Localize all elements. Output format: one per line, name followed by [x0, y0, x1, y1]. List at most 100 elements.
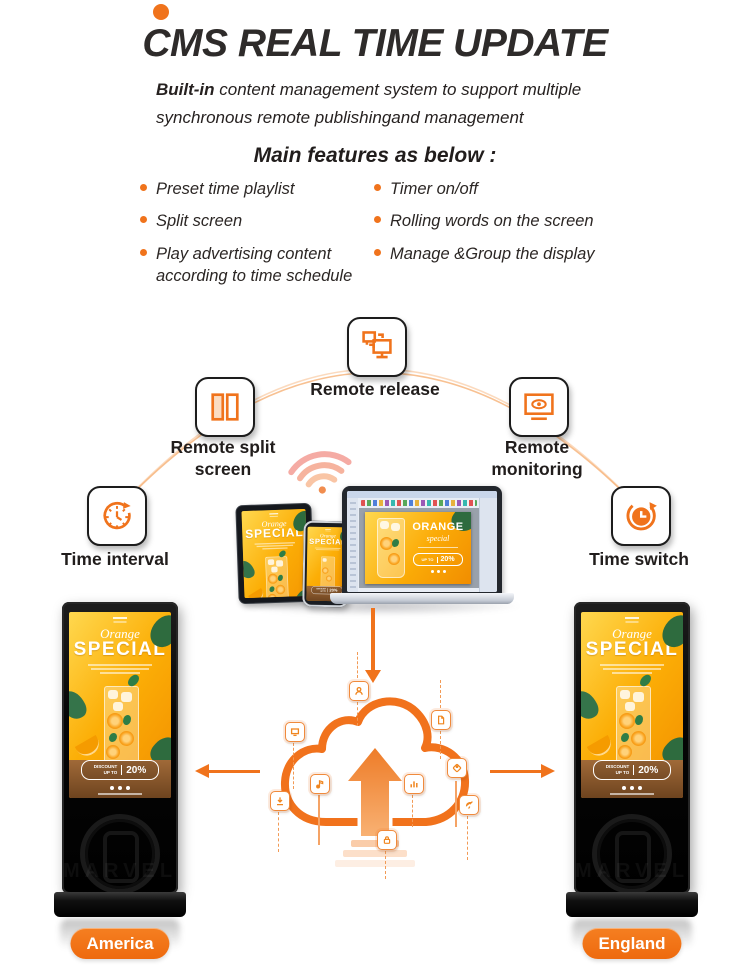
connector-line [440, 731, 441, 759]
laptop-base [330, 593, 514, 604]
location-badge-england: England [582, 928, 682, 959]
left-arrow [208, 770, 260, 773]
feature-item: Play advertising content according to ti… [140, 243, 368, 288]
laptop-device: ORANGE special UP TO 20% [342, 486, 502, 596]
kiosk-body: Orange SPECIAL [62, 602, 178, 894]
poster-kiosk: Orange SPECIAL [581, 612, 683, 798]
bullet-icon [140, 216, 147, 224]
down-arrow [371, 608, 375, 670]
color-palette-toolbar [361, 500, 477, 506]
tablet-screen: Orange SPECIAL [241, 508, 309, 599]
remote-release-node [347, 317, 407, 377]
feature-item: Preset time playlist [140, 178, 368, 200]
time-interval-node [87, 486, 147, 546]
poster-main-title: SPECIAL [585, 639, 679, 660]
social-dots [110, 786, 130, 790]
clock-history-icon [626, 502, 657, 531]
wifi-signal-icon [288, 451, 352, 494]
features-heading: Main features as below : [253, 144, 497, 167]
connector-line [455, 781, 457, 827]
connector-line [385, 851, 386, 879]
poster-main-title: SPECIAL [73, 639, 167, 660]
poster-logo [269, 513, 279, 515]
feature-text: Split screen [156, 212, 243, 231]
laptop-poster-script: special [426, 534, 450, 543]
connector-line [357, 652, 358, 678]
time-switch-label: Time switch [589, 549, 689, 569]
connector-line [318, 795, 320, 845]
feature-text: Timer on/off [390, 180, 478, 198]
poster-laptop: ORANGE special UP TO 20% [365, 512, 471, 584]
remote-monitoring-label: Remote monitoring [491, 437, 583, 479]
clock-interval-icon [103, 501, 131, 530]
page-subtitle: Built-in content management system to su… [156, 76, 616, 132]
kiosk-base [566, 892, 698, 917]
subtitle-bold: Built-in [156, 80, 215, 99]
poster-caption-line [610, 793, 654, 795]
kiosk-screen: Orange SPECIAL [581, 612, 683, 798]
right-arrow-head [541, 764, 555, 778]
feature-text: Preset time playlist [156, 180, 295, 198]
lock-icon [377, 830, 397, 850]
feature-item: Rolling words on the screen [374, 210, 622, 232]
app-titlebar [347, 491, 497, 498]
remote-release-label: Remote release [310, 379, 440, 399]
cloud-upload-graphic [281, 697, 469, 867]
poster-script-title: Orange [100, 626, 140, 641]
subtitle-line2: synchronous remote publishingand managem… [156, 108, 524, 128]
feature-text: Play advertising content according to ti… [156, 244, 353, 285]
connector-line [412, 795, 413, 827]
music-icon [310, 774, 330, 794]
drink-glass [104, 686, 139, 770]
features-right-column: Timer on/off Rolling words on the screen… [374, 178, 622, 275]
poster-kiosk: Orange SPECIAL [69, 612, 171, 798]
app-canvas: ORANGE special UP TO 20% [359, 508, 479, 588]
kiosk-base [54, 892, 186, 917]
bullet-icon [374, 248, 381, 256]
design-app-window: ORANGE special UP TO 20% [347, 491, 497, 592]
page-title-text: CMS REAL TIME UPDATE [142, 22, 608, 65]
leaf-decoration [241, 557, 257, 582]
monitor-eye-icon [524, 393, 554, 421]
watermark-text: MARVEL [62, 860, 178, 882]
file-icon [431, 710, 451, 730]
orange-wedge [74, 735, 104, 760]
feature-text: Rolling words on the screen [390, 212, 594, 231]
connector-line [440, 680, 441, 708]
connector-line [357, 702, 358, 726]
title-accent-dot [153, 4, 169, 20]
user-icon [349, 681, 369, 701]
chart-icon [404, 774, 424, 794]
drink-glass [265, 556, 290, 599]
satellite-dish-icon [459, 795, 479, 815]
poster-logo [113, 617, 127, 619]
poster-logo [625, 617, 639, 619]
app-right-panel [479, 498, 497, 592]
down-arrow-head [365, 670, 381, 683]
time-switch-node [611, 486, 671, 546]
app-left-toolbar [347, 498, 358, 592]
watermark-text: MARVEL [574, 860, 690, 882]
bullet-icon [374, 216, 381, 224]
tag-icon [447, 758, 467, 778]
right-arrow [490, 770, 542, 773]
drink-glass [616, 686, 651, 770]
feature-item: Split screen [140, 210, 368, 232]
download-icon [270, 791, 290, 811]
monitor-icon [285, 722, 305, 742]
orange-wedge [586, 735, 616, 760]
connector-line [293, 743, 294, 789]
orange-wedge [248, 588, 266, 599]
remote-split-screen-node [195, 377, 255, 437]
social-dots [622, 786, 642, 790]
poster-caption-line [98, 793, 142, 795]
kiosk-logo [592, 814, 672, 894]
kiosk-america: Orange SPECIAL [54, 602, 186, 970]
poster-tablet: Orange SPECIAL [241, 508, 309, 599]
poster-script-title: Orange [612, 626, 652, 641]
